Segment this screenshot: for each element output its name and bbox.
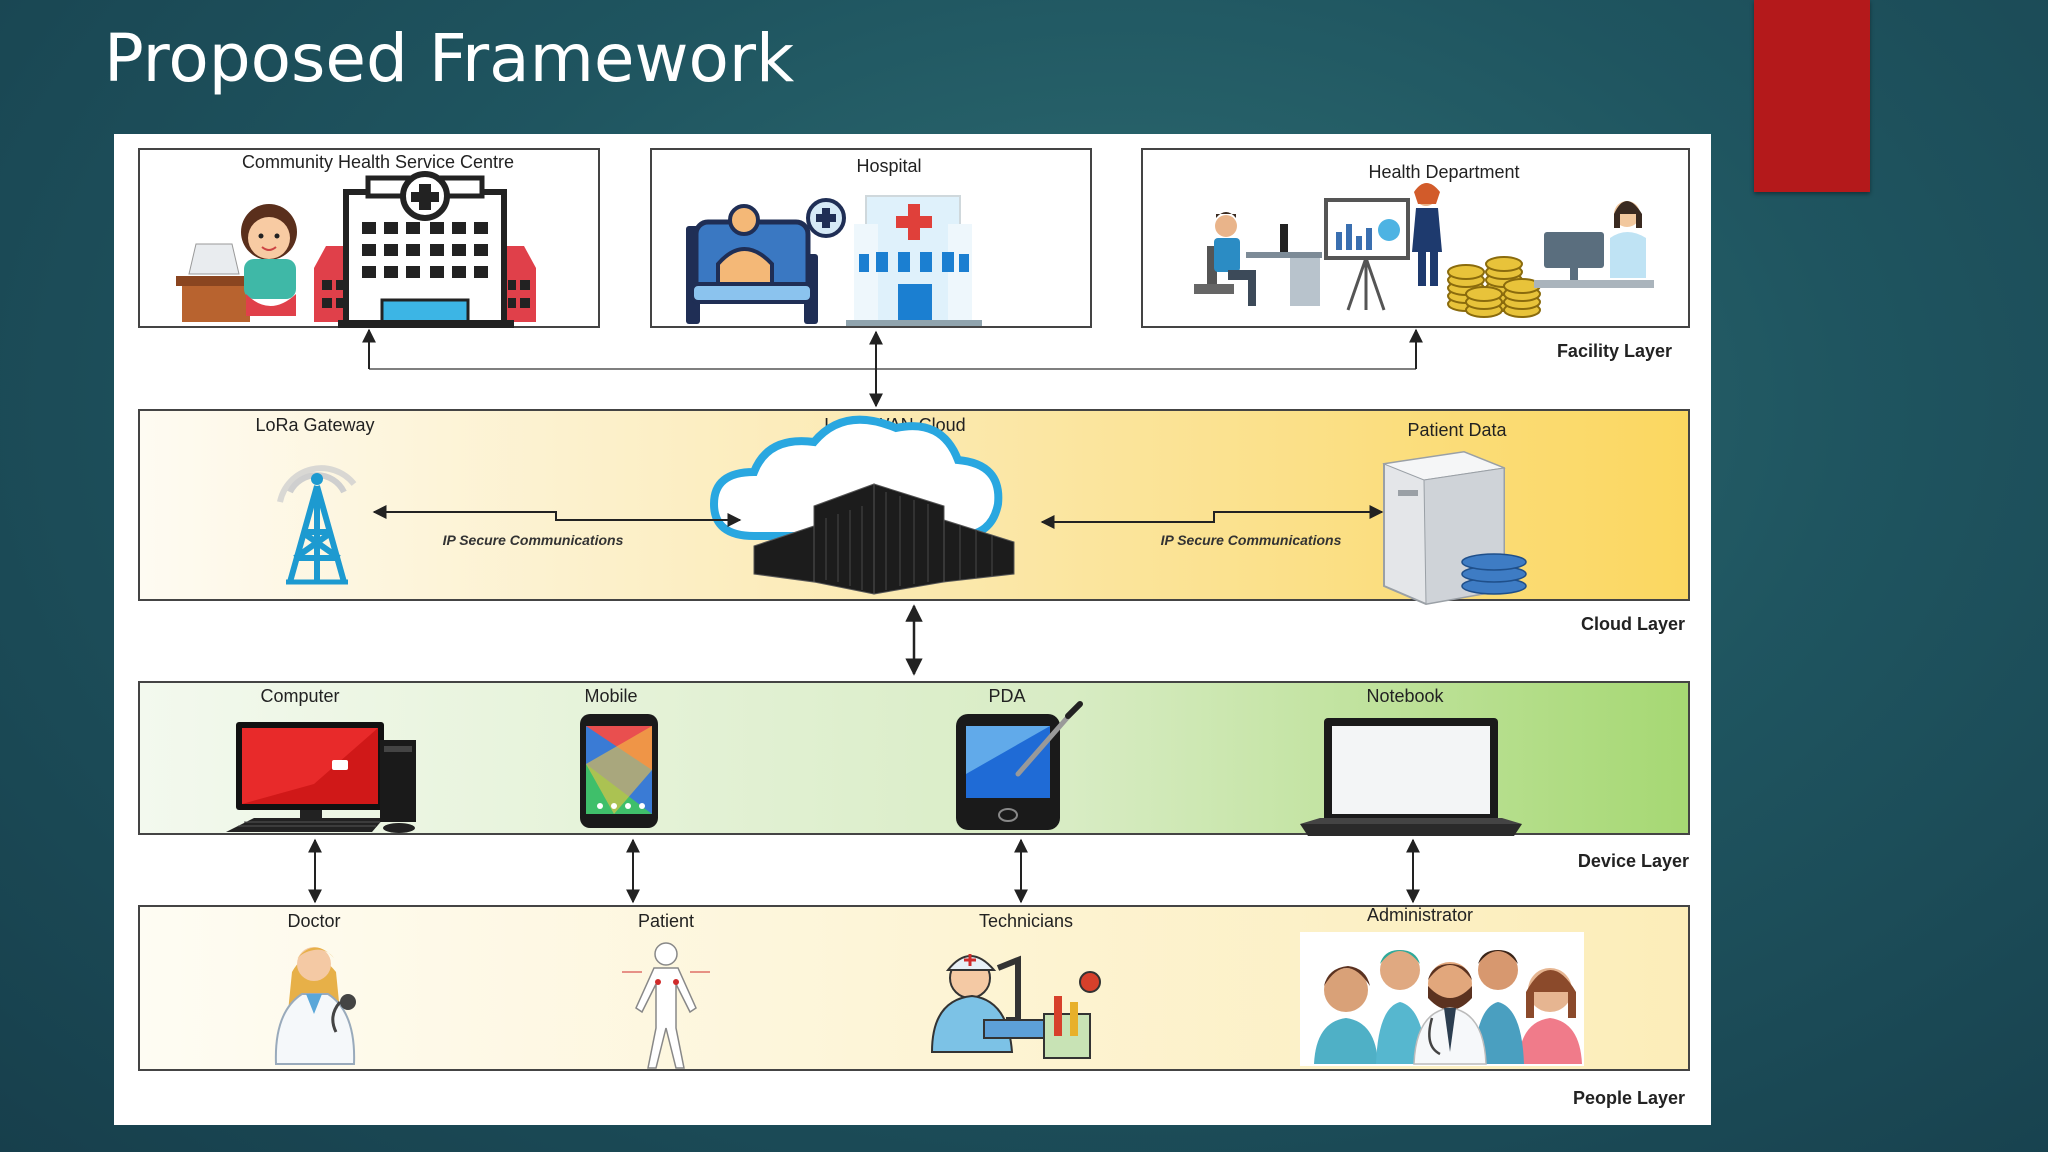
- administrator-label: Administrator: [1367, 905, 1473, 925]
- people-layer-label: People Layer: [1573, 1088, 1685, 1108]
- community-centre-title: Community Health Service Centre: [242, 152, 514, 172]
- slide-title: Proposed Framework: [104, 20, 795, 97]
- technicians-label: Technicians: [979, 911, 1073, 931]
- mobile-icon: [580, 714, 658, 828]
- mobile-label: Mobile: [584, 686, 637, 706]
- doctor-icon: [274, 947, 356, 1065]
- coins-icon: [1447, 256, 1541, 318]
- receptionist-icon: [176, 204, 297, 322]
- presenter-chart-icon: [1324, 183, 1442, 311]
- patient-label: Patient: [638, 911, 694, 931]
- doctor-label: Doctor: [287, 911, 340, 931]
- facility-layer: Community Health Service Centre: [138, 148, 1690, 408]
- notebook-label: Notebook: [1366, 686, 1444, 706]
- pda-icon: [956, 701, 1083, 830]
- hospital-building-icon: [846, 195, 982, 326]
- framework-svg: Community Health Service Centre: [138, 148, 1690, 1108]
- device-layer-label: Device Layer: [1578, 851, 1689, 871]
- hospital-title: Hospital: [856, 156, 921, 176]
- link-gateway-cloud: [372, 505, 742, 527]
- patient-data-label: Patient Data: [1407, 420, 1507, 440]
- patient-body-icon: [622, 942, 710, 1069]
- lora-gateway-label: LoRa Gateway: [255, 415, 374, 435]
- link-left-label: IP Secure Communications: [443, 532, 624, 548]
- health-centre-building-icon: [314, 171, 536, 328]
- computer-label: Computer: [260, 686, 339, 706]
- administrator-group-icon: [1300, 932, 1584, 1066]
- health-department-title: Health Department: [1368, 162, 1519, 182]
- cloud-layer-label: Cloud Layer: [1581, 614, 1685, 634]
- framework-diagram: Community Health Service Centre: [114, 134, 1711, 1125]
- link-cloud-data: [1040, 505, 1384, 529]
- notebook-icon: [1300, 718, 1522, 836]
- database-server-icon: [1382, 450, 1527, 606]
- computer-icon: [226, 722, 416, 833]
- patient-bed-icon: [686, 198, 846, 324]
- device-layer: Computer Mobile PDA Notebook: [138, 681, 1690, 904]
- pda-label: PDA: [988, 686, 1025, 706]
- antenna-tower-icon: [277, 465, 357, 585]
- accent-bar: [1754, 0, 1870, 192]
- cloud-layer: LoRa Gateway LoRa WAN Cloud Patient Data: [138, 409, 1690, 676]
- facility-layer-label: Facility Layer: [1557, 341, 1672, 361]
- cloud-server-icon: [709, 415, 1015, 595]
- people-layer: Doctor Patient Technicians Administrator: [138, 905, 1690, 1108]
- technician-microscope-icon: [930, 954, 1101, 1059]
- desk-worker-icon: [1534, 201, 1654, 288]
- link-right-label: IP Secure Communications: [1161, 532, 1342, 548]
- office-worker-icon: [1194, 212, 1322, 306]
